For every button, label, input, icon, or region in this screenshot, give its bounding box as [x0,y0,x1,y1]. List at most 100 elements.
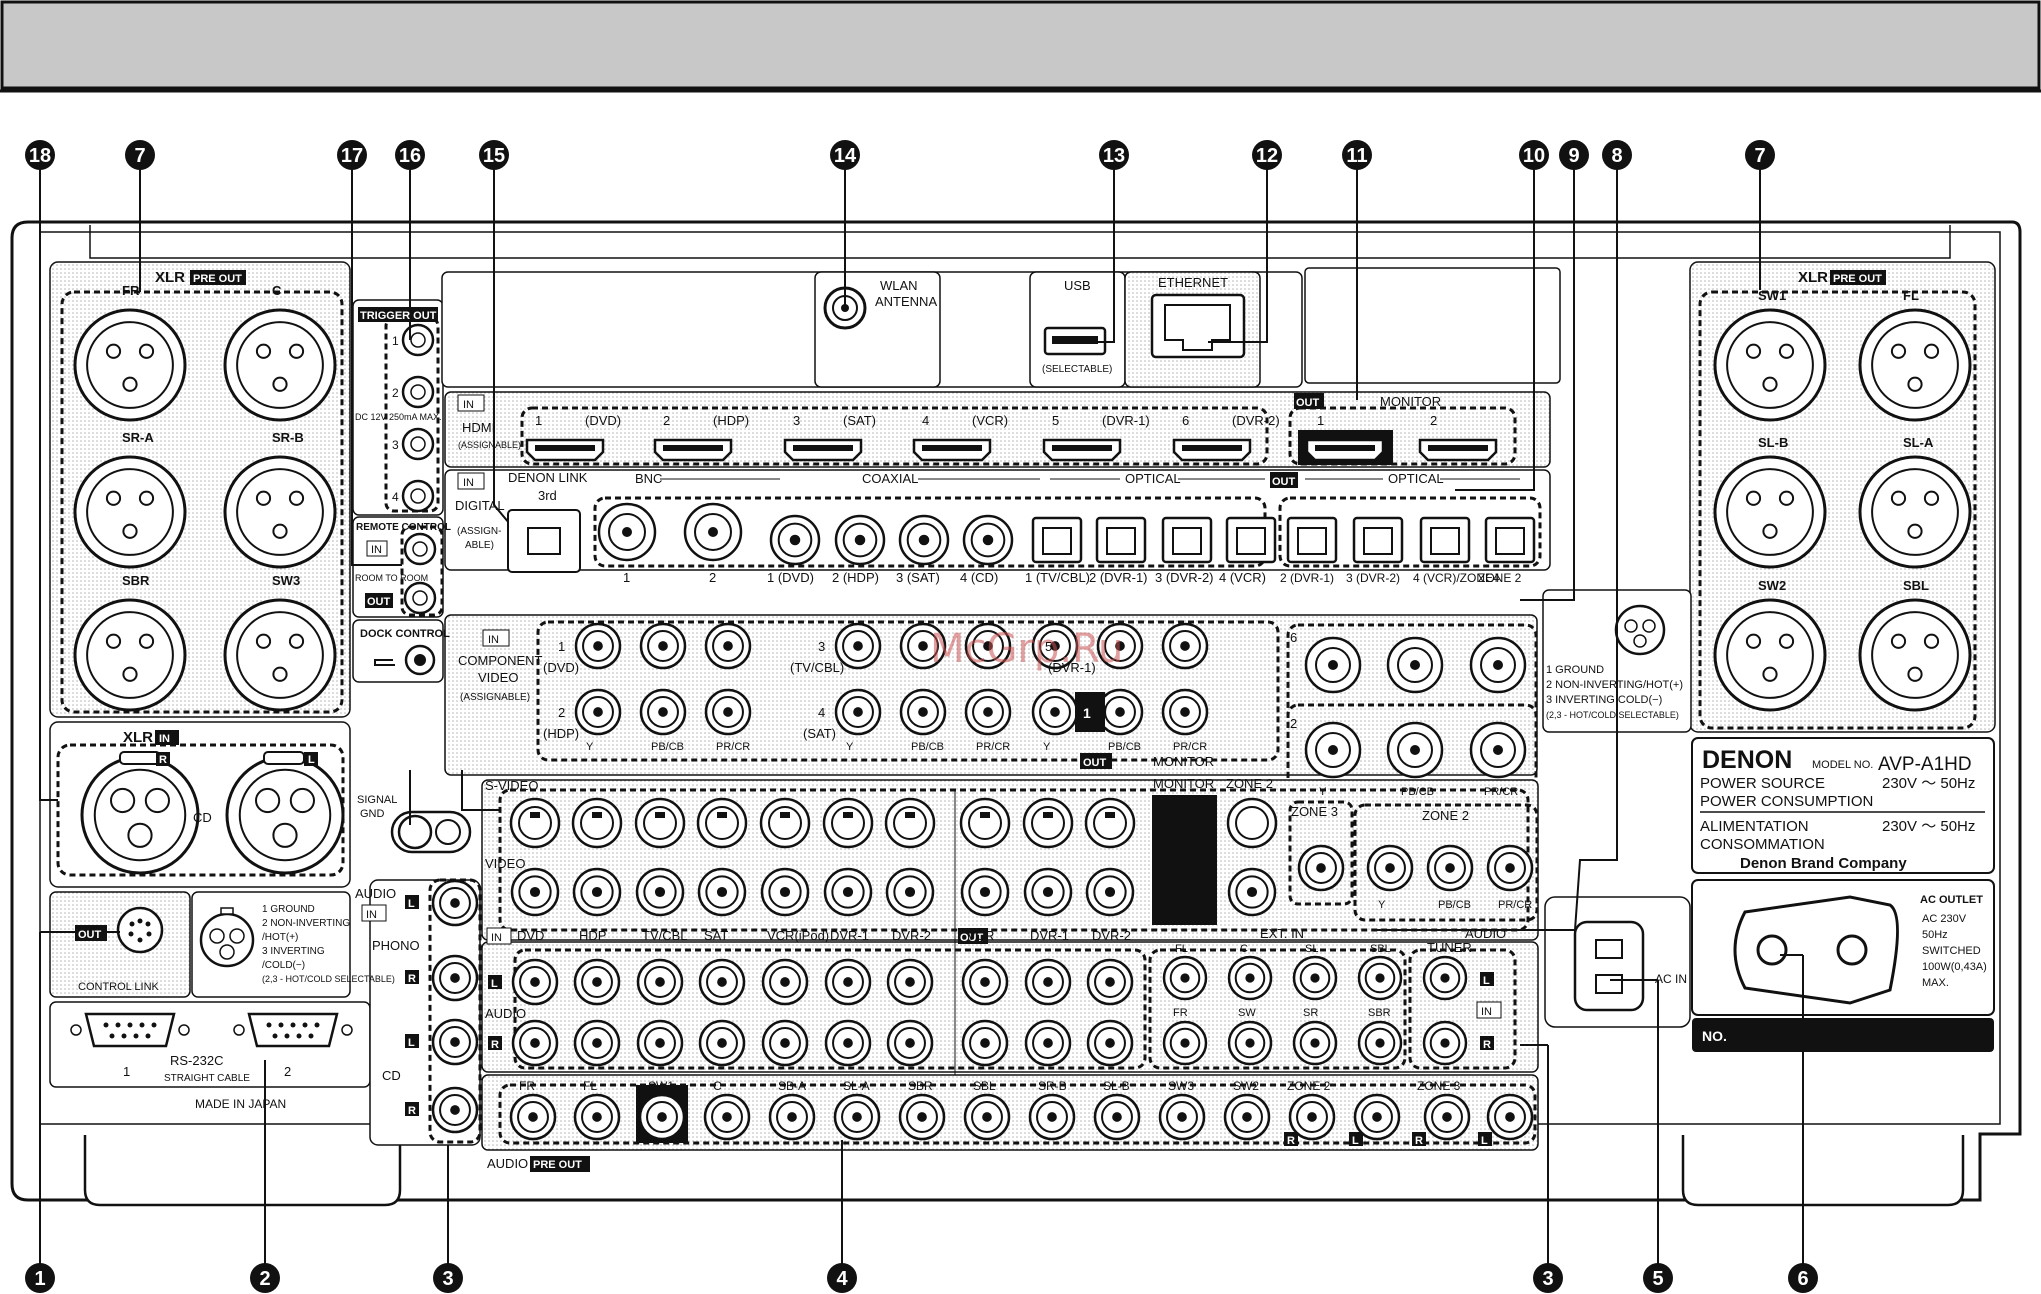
svideo-in-4[interactable] [696,797,748,849]
trigger-out-3[interactable] [401,427,435,461]
svideo-in-7[interactable] [884,797,936,849]
audio-in-l-4[interactable] [761,958,809,1006]
preout-jack-13[interactable] [1353,1093,1401,1141]
component-monitor-out-2[interactable] [1161,688,1209,736]
audio-in-r-7[interactable] [961,1019,1009,1067]
tuner-l[interactable] [1422,955,1468,1001]
component-zone2-1[interactable] [1426,844,1474,892]
ext-in-sw[interactable] [1227,1020,1273,1066]
xlr-out-fl[interactable] [1858,308,1972,422]
component-bnc-0[interactable] [1304,636,1362,694]
preout-jack-5[interactable] [833,1093,881,1141]
dock-control-jack[interactable] [404,644,436,676]
control-link-jack[interactable] [116,906,164,954]
audio-in-l-3[interactable] [698,958,746,1006]
hdmi-in-3[interactable] [783,438,863,462]
video-out-2[interactable] [1023,867,1073,917]
component-zone2-2[interactable] [1486,844,1534,892]
component-in-3-0[interactable] [834,622,882,670]
preout-jack-8[interactable] [1028,1093,1076,1141]
preout-jack-6[interactable] [898,1093,946,1141]
preout-jack-1[interactable] [573,1093,621,1141]
component-in-1-1[interactable] [639,622,687,670]
svideo-in-1[interactable] [509,797,561,849]
xlr-in-r-jack[interactable] [80,755,200,875]
video-out-3[interactable] [1085,867,1135,917]
component-in-3-1[interactable] [899,622,947,670]
hdmi-in-4[interactable] [912,438,992,462]
xlr-out-sw3[interactable] [223,598,337,712]
svideo-in-5[interactable] [759,797,811,849]
svideo-zone2[interactable] [1226,797,1278,849]
ext-in-sl[interactable] [1292,955,1338,1001]
xlr-out-sw1[interactable] [1713,308,1827,422]
optical-out-1[interactable] [1286,516,1338,564]
trigger-out-4[interactable] [401,479,435,513]
component-in-5-0[interactable] [1031,622,1079,670]
audio-in-l-7[interactable] [961,958,1009,1006]
bnc-1[interactable] [597,502,657,562]
video-in-5[interactable] [760,867,810,917]
component-in-2-0[interactable] [574,688,622,736]
cd-l[interactable] [431,1018,479,1066]
audio-in-r-1[interactable] [573,1019,621,1067]
preout-jack-11[interactable] [1223,1093,1271,1141]
remote-in-jack[interactable] [403,532,437,566]
audio-in-l-2[interactable] [636,958,684,1006]
component-in-4-0[interactable] [834,688,882,736]
audio-in-l-5[interactable] [824,958,872,1006]
preout-jack-0[interactable] [509,1093,557,1141]
coaxial-in-4[interactable] [962,514,1014,566]
optical-out-3[interactable] [1419,516,1471,564]
audio-in-l-8[interactable] [1024,958,1072,1006]
hdmi-in-1[interactable] [525,438,605,462]
audio-in-r-0[interactable] [511,1019,559,1067]
coaxial-in-3[interactable] [898,514,950,566]
xlr-out-c[interactable] [223,308,337,422]
audio-in-r-3[interactable] [698,1019,746,1067]
preout-jack-2[interactable] [638,1093,686,1141]
ext-in-sr[interactable] [1292,1020,1338,1066]
phono-r[interactable] [431,954,479,1002]
hdmi-out-1[interactable] [1305,438,1385,462]
preout-jack-15[interactable] [1486,1093,1534,1141]
rs232c-port-1[interactable] [70,1012,190,1048]
video-in-3[interactable] [635,867,685,917]
trigger-out-2[interactable] [401,375,435,409]
ext-in-sbl[interactable] [1357,955,1403,1001]
component-bnc-2[interactable] [1469,636,1527,694]
audio-in-r-9[interactable] [1086,1019,1134,1067]
optical-in-3[interactable] [1161,516,1213,564]
ext-in-fr[interactable] [1162,1020,1208,1066]
audio-in-r-4[interactable] [761,1019,809,1067]
video-out-1[interactable] [960,867,1010,917]
audio-in-l-0[interactable] [511,958,559,1006]
svideo-out-1[interactable] [959,797,1011,849]
audio-in-r-2[interactable] [636,1019,684,1067]
component-in-1-0[interactable] [574,622,622,670]
preout-jack-12[interactable] [1288,1093,1336,1141]
component-in-4-2[interactable] [964,688,1012,736]
trigger-out-1[interactable] [401,323,435,357]
preout-jack-9[interactable] [1093,1093,1141,1141]
xlr-in-l-jack[interactable] [225,755,345,875]
svideo-in-6[interactable] [822,797,874,849]
video-in-6[interactable] [823,867,873,917]
remote-out-jack[interactable] [403,581,437,615]
hdmi-in-5[interactable] [1042,438,1122,462]
component-in-5-1[interactable] [1096,622,1144,670]
xlr-out-sr-a[interactable] [73,455,187,569]
optical-in-1[interactable] [1031,516,1083,564]
optical-in-4[interactable] [1225,516,1277,564]
component-bnc-4[interactable] [1386,721,1444,779]
xlr-out-sbr[interactable] [73,598,187,712]
audio-in-l-1[interactable] [573,958,621,1006]
optical-out-2[interactable] [1352,516,1404,564]
xlr-out-sbl[interactable] [1858,598,1972,712]
component-bnc-5[interactable] [1469,721,1527,779]
ext-in-fl[interactable] [1162,955,1208,1001]
cd-r[interactable] [431,1086,479,1134]
ext-in-c[interactable] [1227,955,1273,1001]
preout-jack-14[interactable] [1423,1093,1471,1141]
video-zone2-out[interactable] [1227,867,1277,917]
